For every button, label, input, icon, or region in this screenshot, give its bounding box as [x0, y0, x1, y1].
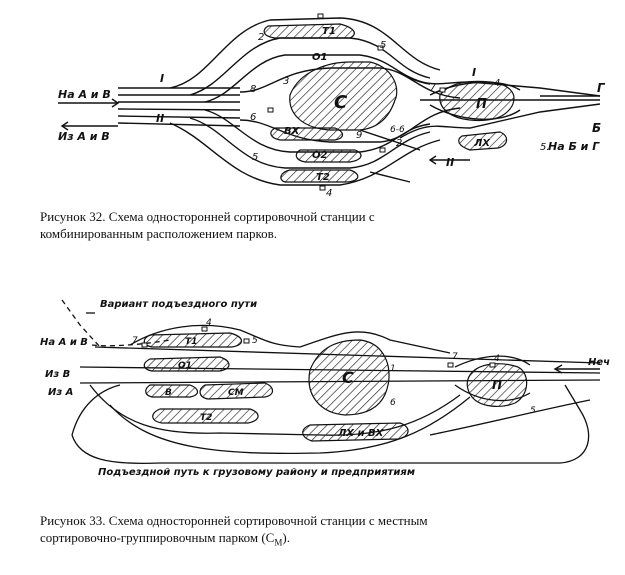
figure-33-caption-line2-text: сортировочно-группировочным парком (С	[40, 530, 275, 545]
park-t1-fig32	[263, 23, 355, 39]
label-park-lh-vh: ЛХ и ВХ	[337, 428, 385, 439]
label-n5-top-33: 5	[252, 336, 258, 346]
label-park-t2-33: Т2	[200, 413, 212, 423]
label-park-t1: Т1	[322, 26, 336, 37]
park-sm-fig33	[199, 382, 274, 400]
figure-33-caption: Рисунок 33. Схема односторонней сортиров…	[40, 512, 600, 552]
label-g: Г	[597, 81, 606, 95]
park-t2-fig33	[152, 408, 259, 424]
label-n5-top: 5	[380, 40, 386, 51]
label-na-a-i-v-33: На А и В	[40, 337, 88, 348]
label-n5-right: 5.	[540, 142, 550, 153]
park-v-fig33	[145, 384, 199, 398]
park-o1-fig33	[143, 356, 230, 372]
label-park-p-33: П	[492, 378, 502, 392]
park-t2-fig32	[280, 169, 359, 183]
label-n2-top: 2	[258, 32, 264, 43]
label-park-o1-33: О1	[178, 361, 192, 371]
label-park-lh: ЛХ	[473, 138, 491, 149]
label-roman-2-right: II	[446, 156, 454, 169]
label-n5-right-33: 5	[530, 406, 536, 416]
figure-32-caption-line2: комбинированным расположением парков.	[40, 226, 277, 241]
label-iz-a: Из А	[48, 387, 73, 398]
label-n5-left: 5	[252, 152, 258, 163]
label-iz-a-i-v: Из А и В	[58, 130, 110, 143]
label-n3: 3	[283, 76, 289, 87]
label-n4-bottom: 4	[326, 188, 332, 199]
figure-32-caption: Рисунок 32. Схема односторонней сортиров…	[40, 208, 600, 242]
label-podezd: Подъездной путь к грузовому району и пре…	[98, 467, 415, 478]
park-p-fig32	[439, 80, 515, 122]
label-n4-right: 4	[494, 78, 500, 89]
label-n8: 8	[250, 84, 256, 95]
label-park-v-33: В	[165, 388, 172, 398]
label-variant: Вариант подъездного пути	[100, 299, 257, 310]
label-n7-left-33: 7	[132, 336, 138, 346]
label-n2-bottom: 2	[396, 138, 402, 149]
label-n4-right-33: 4	[494, 354, 500, 364]
figure-33-caption-line1: Рисунок 33. Схема односторонней сортиров…	[40, 513, 428, 528]
label-n9: 9	[356, 130, 362, 141]
label-na-b-i-g: На Б и Г	[548, 140, 600, 153]
label-n6: 6	[250, 112, 256, 123]
label-park-sm-33: СМ	[228, 388, 244, 398]
label-n1-33: 1	[390, 364, 396, 374]
park-vh-fig32	[270, 127, 344, 141]
label-nech: Неч	[588, 357, 610, 368]
label-park-o1: О1	[312, 52, 327, 63]
label-iz-v: Из В	[45, 369, 70, 380]
figure-32-caption-line1: Рисунок 32. Схема односторонней сортиров…	[40, 209, 375, 224]
label-n6-33: 6	[390, 398, 396, 408]
label-n4-top-33: 4	[206, 318, 212, 328]
label-park-t2: Т2	[316, 172, 330, 183]
label-park-c-33: С	[342, 368, 354, 387]
label-park-t1-33: Т1	[185, 337, 197, 347]
figure-33-caption-end: ).	[282, 530, 290, 545]
label-roman-1-left: I	[160, 72, 164, 85]
park-lh-fig32	[458, 131, 508, 151]
park-c-fig32	[289, 61, 398, 131]
label-na-a-i-v: На А и В	[58, 88, 111, 101]
label-park-p: П	[476, 97, 487, 112]
label-roman-2-left: II	[156, 112, 164, 125]
label-b: Б	[592, 121, 601, 135]
label-park-o2: О2	[312, 150, 328, 161]
label-roman-1-right: I	[472, 66, 476, 79]
park-t1-fig33	[143, 332, 243, 348]
label-n7-right-33: 7	[452, 352, 458, 362]
figure-33-caption-subscript: М	[274, 537, 283, 548]
figure-33-caption-line2: сортировочно-группировочным парком (СМ).	[40, 529, 600, 552]
park-p-fig33	[466, 363, 528, 407]
label-park-vh: ВХ	[284, 126, 301, 137]
park-lh-vh-fig33	[302, 422, 409, 442]
label-park-c: С	[334, 92, 348, 113]
figure-32-diagram: На А и В Из А и В На Б и Г Г Б С П ЛХ ВХ…	[58, 13, 606, 199]
park-o2-fig32	[295, 149, 362, 163]
label-n7: 7	[430, 82, 437, 93]
park-c-fig33	[308, 339, 390, 416]
figure-33-diagram: Вариант подъездного пути На А и В Из В И…	[40, 299, 610, 478]
label-n6-6: 6-6	[390, 125, 405, 135]
